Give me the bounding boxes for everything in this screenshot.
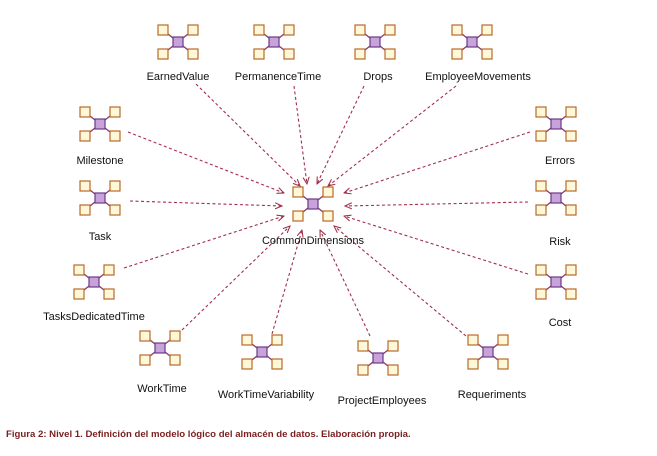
node-risk[interactable]: Risk (535, 180, 577, 248)
node-label: Task (89, 231, 112, 243)
node-requeriments[interactable]: Requeriments (458, 334, 527, 401)
edge-earned-value-to-center (195, 83, 300, 186)
node-work-time[interactable]: WorkTime (137, 330, 187, 395)
edge-milestone-to-center (127, 131, 284, 193)
node-earned-value[interactable]: EarnedValue (147, 24, 210, 83)
star-schema-icon (157, 24, 199, 60)
star-schema-icon (79, 180, 121, 216)
star-schema-icon (139, 330, 181, 366)
edge-employee-movements-to-center (328, 85, 457, 186)
edge-tasks-dedicated-time-to-center (123, 216, 284, 269)
node-label: PermanenceTime (235, 71, 321, 83)
edge-cost-to-center (344, 216, 529, 275)
node-label: TasksDedicatedTime (43, 311, 145, 323)
star-schema-icon (467, 334, 509, 370)
node-label: EarnedValue (147, 71, 210, 83)
star-schema-icon (354, 24, 396, 60)
node-cost[interactable]: Cost (535, 264, 577, 329)
star-schema-icon (253, 24, 295, 60)
node-permanence-time[interactable]: PermanenceTime (235, 24, 321, 83)
node-label: WorkTimeVariability (218, 389, 315, 401)
nodes-layer: CommonDimensions EarnedValue PermanenceTim… (43, 24, 577, 407)
node-label: CommonDimensions (262, 235, 365, 247)
node-milestone[interactable]: Milestone (76, 106, 124, 167)
star-schema-icon (79, 106, 121, 142)
node-label: Drops (363, 71, 393, 83)
node-label: ProjectEmployees (338, 395, 427, 407)
edge-permanence-time-to-center (293, 85, 307, 184)
node-label: Errors (545, 155, 575, 167)
star-schema-icon (292, 186, 334, 222)
node-label: Cost (549, 317, 572, 329)
edge-errors-to-center (344, 131, 531, 193)
edge-risk-to-center (345, 201, 529, 206)
star-schema-icon (535, 180, 577, 216)
node-common-dimensions[interactable]: CommonDimensions (262, 186, 365, 247)
figure-caption: Figura 2: Nivel 1. Definición del modelo… (6, 429, 411, 440)
edge-drops-to-center (317, 85, 365, 184)
node-drops[interactable]: Drops (354, 24, 396, 83)
node-label: Risk (549, 236, 571, 248)
star-schema-icon (451, 24, 493, 60)
star-schema-icon (73, 264, 115, 300)
edge-work-time-variability-to-center (271, 230, 302, 335)
star-schema-icon (535, 264, 577, 300)
node-label: Milestone (76, 155, 123, 167)
node-errors[interactable]: Errors (535, 106, 577, 167)
node-label: EmployeeMovements (425, 71, 531, 83)
star-schema-icon (241, 334, 283, 370)
node-label: WorkTime (137, 383, 187, 395)
edges-layer (123, 83, 531, 337)
node-label: Requeriments (458, 389, 527, 401)
node-work-time-variability[interactable]: WorkTimeVariability (218, 334, 315, 401)
star-schema-diagram: CommonDimensions EarnedValue PermanenceTim… (43, 24, 577, 407)
edge-task-to-center (129, 200, 282, 206)
edge-requeriments-to-center (334, 226, 467, 337)
star-schema-icon (357, 340, 399, 376)
node-tasks-dedicated-time[interactable]: TasksDedicatedTime (43, 264, 145, 323)
edge-work-time-to-center (181, 226, 290, 331)
node-project-employees[interactable]: ProjectEmployees (338, 340, 427, 407)
node-employee-movements[interactable]: EmployeeMovements (425, 24, 531, 83)
node-task[interactable]: Task (79, 180, 121, 243)
star-schema-icon (535, 106, 577, 142)
